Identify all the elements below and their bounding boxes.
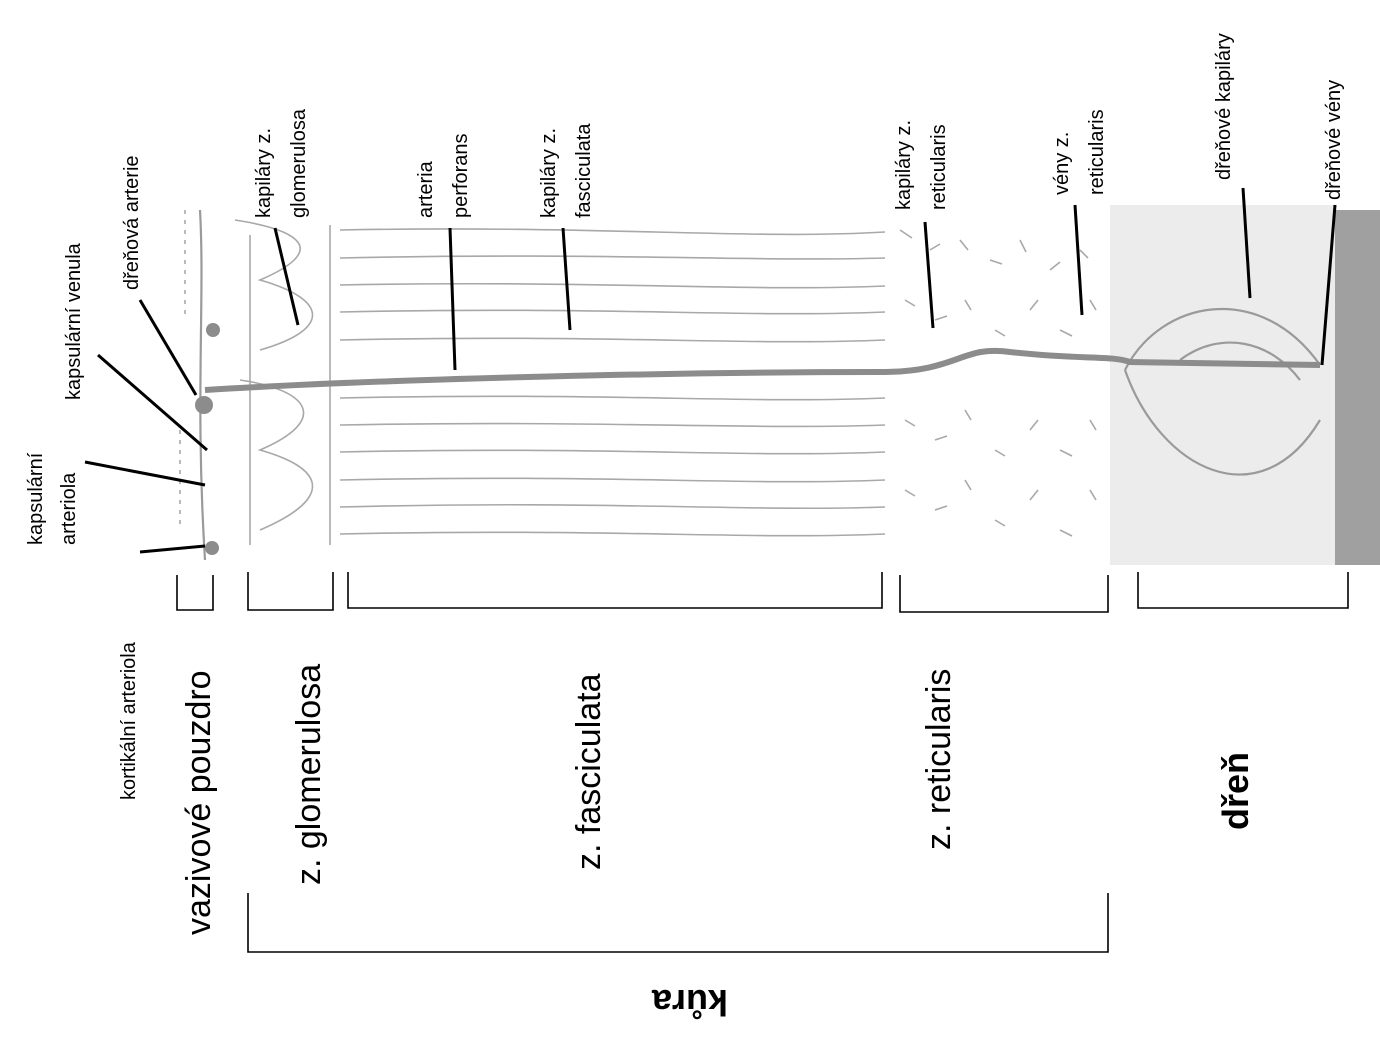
label-kapilary-fasciculata-1: kapiláry z. bbox=[538, 128, 560, 218]
label-kortikalni-arteriola: kortikální arteriola bbox=[118, 641, 140, 800]
capsule-vessels bbox=[200, 210, 205, 560]
leader-drenova-arterie bbox=[140, 300, 196, 395]
leader-arteria-perforans bbox=[450, 228, 455, 370]
label-veny-reticularis-1: vény z. bbox=[1051, 132, 1073, 195]
bracket-dren bbox=[1138, 572, 1348, 608]
label-kapsularni-arteriola-2: arteriola bbox=[58, 472, 80, 545]
label-drenove-veny: dřeňové vény bbox=[1323, 80, 1345, 200]
medulla-stippled-region bbox=[1110, 205, 1335, 565]
leader-kapsularni-arteriola bbox=[85, 462, 205, 485]
medulla-dark-region bbox=[1330, 210, 1380, 565]
label-kapilary-glomerulosa-2: glomerulosa bbox=[288, 108, 310, 218]
leader-kapilary-reticularis bbox=[925, 222, 933, 328]
leader-veny-reticularis bbox=[1075, 205, 1082, 315]
label-drenove-kapilary: dřeňové kapiláry bbox=[1213, 33, 1235, 180]
zone-label-fasciculata: z. fasciculata bbox=[570, 673, 608, 870]
bracket-glomerulosa bbox=[248, 572, 333, 610]
capsular-vessel-knot-2 bbox=[205, 541, 219, 555]
leader-kapsularni-venula bbox=[98, 355, 207, 450]
bracket-kura bbox=[248, 893, 1108, 952]
zone-label-dren: dřeň bbox=[1215, 752, 1256, 830]
bracket-reticularis bbox=[900, 575, 1108, 612]
zone-label-reticularis: z. reticularis bbox=[920, 669, 958, 850]
zone-label-kura: kůra bbox=[651, 982, 728, 1023]
label-kapilary-reticularis-1: kapiláry z. bbox=[893, 120, 915, 210]
label-arteria-perforans-2: perforans bbox=[450, 134, 472, 219]
label-kapilary-reticularis-2: reticularis bbox=[928, 124, 950, 210]
label-drenova-arterie: dřeňová arterie bbox=[121, 155, 143, 290]
leader-kortikalni-arteriola bbox=[140, 546, 205, 552]
label-kapsularni-arteriola-1: kapsulární bbox=[25, 452, 47, 545]
bracket-fasciculata bbox=[348, 572, 882, 608]
zone-label-glomerulosa: z. glomerulosa bbox=[290, 664, 328, 885]
label-kapsularni-venula: kapsulární venula bbox=[63, 242, 85, 400]
label-arteria-perforans-1: arteria bbox=[415, 160, 437, 218]
capsular-vessel-knot-1 bbox=[195, 396, 213, 414]
label-kapilary-fasciculata-2: fasciculata bbox=[573, 123, 595, 218]
capsular-vessel-knot-3 bbox=[206, 323, 220, 337]
label-kapilary-glomerulosa-1: kapiláry z. bbox=[253, 128, 275, 218]
bracket-vazivove-pouzdro bbox=[177, 575, 213, 610]
label-veny-reticularis-2: reticularis bbox=[1086, 109, 1108, 195]
leader-kapilary-glomerulosa bbox=[275, 228, 298, 325]
zone-label-vazivove-pouzdro: vazivové pouzdro bbox=[180, 670, 218, 935]
leader-kapilary-fasciculata bbox=[563, 228, 570, 330]
